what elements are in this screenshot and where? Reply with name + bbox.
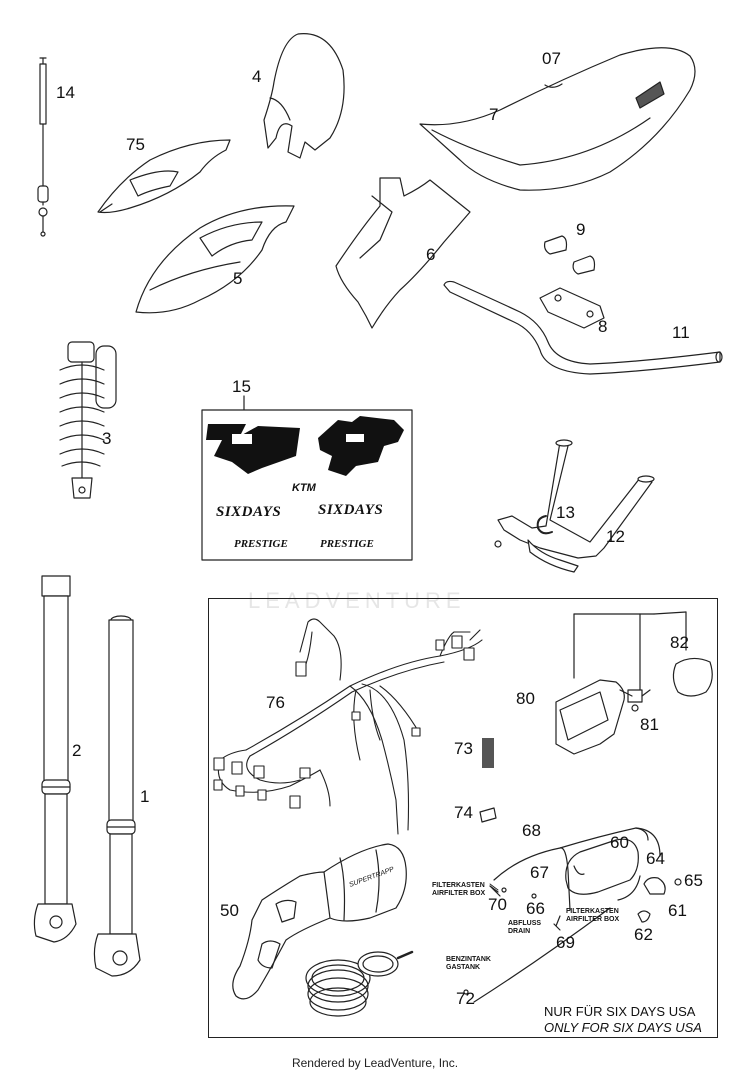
callout-65: 65 bbox=[684, 871, 703, 890]
decal-sixdays-left: SIXDAYS bbox=[216, 504, 282, 520]
callout-82: 82 bbox=[670, 633, 689, 652]
decal-prestige-left: PRESTIGE bbox=[234, 538, 288, 550]
label-filterbox-2-en: AIRFILTER BOX bbox=[566, 915, 620, 923]
callout-50: 50 bbox=[220, 901, 239, 920]
part-5-rear-fender bbox=[135, 205, 295, 314]
callout-8: 8 bbox=[598, 317, 608, 336]
part-14-antenna bbox=[37, 57, 49, 237]
callout-07: 07 bbox=[542, 49, 561, 68]
callout-2: 2 bbox=[72, 741, 82, 760]
decal-prestige-right: PRESTIGE bbox=[320, 538, 374, 550]
watermark: LEADVENTURE bbox=[248, 588, 466, 613]
label-drain-de: ABFLUSS bbox=[508, 920, 542, 927]
accessory-group-box bbox=[208, 598, 718, 1038]
label-filterbox-2: FILTERKASTEN AIRFILTER BOX bbox=[566, 908, 619, 923]
callout-73: 73 bbox=[454, 739, 473, 758]
part-11-handlebar bbox=[443, 280, 723, 375]
label-filterbox-1-de: FILTERKASTEN bbox=[432, 882, 485, 889]
label-filterbox-2-de: FILTERKASTEN bbox=[566, 908, 619, 915]
callout-1: 1 bbox=[140, 787, 150, 806]
callout-69: 69 bbox=[556, 933, 575, 952]
part-6-side-cover bbox=[335, 177, 471, 329]
part-60-canister-assembly bbox=[463, 827, 682, 1003]
callout-4: 4 bbox=[252, 67, 262, 86]
label-gastank: BENZINTANK GASTANK bbox=[446, 956, 491, 971]
part-73-74-small-parts bbox=[479, 738, 497, 823]
callout-7: 7 bbox=[489, 105, 499, 124]
label-drain-en: DRAIN bbox=[508, 927, 531, 935]
part-9-clamps bbox=[543, 235, 596, 275]
part-7-seat bbox=[419, 47, 696, 191]
decal-ktm: KTM bbox=[292, 482, 316, 494]
callout-75: 75 bbox=[126, 135, 145, 154]
callout-74: 74 bbox=[454, 803, 473, 822]
part-13-bracket bbox=[536, 515, 553, 535]
part-80-tail-light bbox=[555, 611, 713, 755]
part-15-decal-sheet bbox=[201, 395, 413, 561]
callout-12: 12 bbox=[606, 527, 625, 546]
callout-64: 64 bbox=[646, 849, 665, 868]
part-3-rear-shock bbox=[59, 341, 117, 499]
part-50-silencer bbox=[232, 843, 414, 1017]
callout-80: 80 bbox=[516, 689, 535, 708]
callout-11: 11 bbox=[672, 323, 690, 342]
callout-62: 62 bbox=[634, 925, 653, 944]
callout-76: 76 bbox=[266, 693, 285, 712]
callout-13: 13 bbox=[556, 503, 575, 522]
callout-70: 70 bbox=[488, 895, 507, 914]
part-2-fork-leg bbox=[33, 575, 77, 943]
note-line-en: ONLY FOR SIX DAYS USA bbox=[544, 1020, 702, 1036]
note-line-de: NUR FÜR SIX DAYS USA bbox=[544, 1004, 696, 1019]
callout-15: 15 bbox=[232, 377, 251, 396]
label-filterbox-1: FILTERKASTEN AIRFILTER BOX bbox=[432, 882, 485, 897]
note-line-en-text: ONLY FOR SIX DAYS USA bbox=[544, 1020, 702, 1036]
footer-credit: Rendered by LeadVenture, Inc. bbox=[291, 1056, 459, 1070]
part-1-fork-leg bbox=[93, 615, 141, 977]
label-gastank-en: GASTANK bbox=[446, 963, 481, 971]
decal-sixdays-right: SIXDAYS bbox=[318, 502, 384, 518]
callout-9: 9 bbox=[576, 220, 586, 239]
label-drain: ABFLUSS DRAIN bbox=[508, 920, 541, 935]
part-8-bar-mount bbox=[539, 287, 605, 329]
six-days-usa-note: NUR FÜR SIX DAYS USA ONLY FOR SIX DAYS U… bbox=[544, 1004, 702, 1037]
label-gastank-de: BENZINTANK bbox=[446, 956, 491, 963]
part-12-subframe bbox=[494, 439, 655, 573]
callout-81: 81 bbox=[640, 715, 659, 734]
callout-14: 14 bbox=[56, 83, 75, 102]
part-75-front-fender bbox=[97, 139, 231, 214]
callout-60: 60 bbox=[610, 833, 629, 852]
callout-72: 72 bbox=[456, 989, 475, 1008]
callout-66: 66 bbox=[526, 899, 545, 918]
callout-67: 67 bbox=[530, 863, 549, 882]
callout-68: 68 bbox=[522, 821, 541, 840]
part-76-wiring-harness bbox=[213, 618, 483, 835]
callout-3: 3 bbox=[102, 429, 112, 448]
label-filterbox-1-en: AIRFILTER BOX bbox=[432, 889, 486, 897]
callout-61: 61 bbox=[668, 901, 687, 920]
callout-5: 5 bbox=[233, 269, 243, 288]
callout-6: 6 bbox=[426, 245, 436, 264]
leader-lines bbox=[489, 883, 499, 891]
part-4-headlight-mask bbox=[263, 33, 345, 159]
